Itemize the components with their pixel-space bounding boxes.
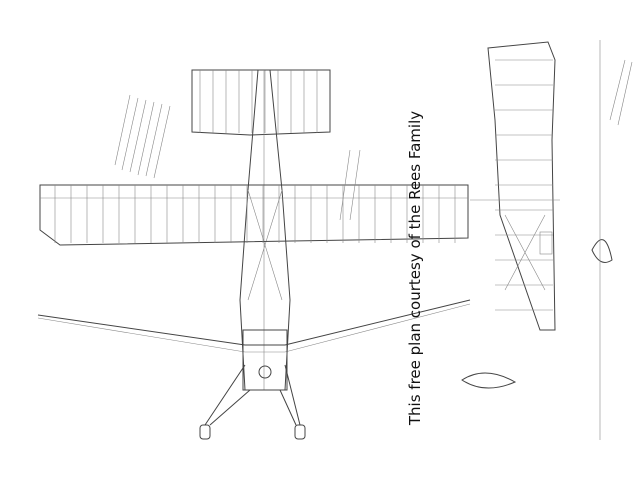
- side-view: [461, 40, 613, 440]
- top-view-tail: [191, 69, 331, 136]
- handwritten-notes: [114, 59, 633, 221]
- front-view: [37, 299, 471, 440]
- courtesy-watermark: This free plan courtesy of the Rees Fami…: [406, 110, 424, 426]
- top-view-wing: [39, 184, 469, 246]
